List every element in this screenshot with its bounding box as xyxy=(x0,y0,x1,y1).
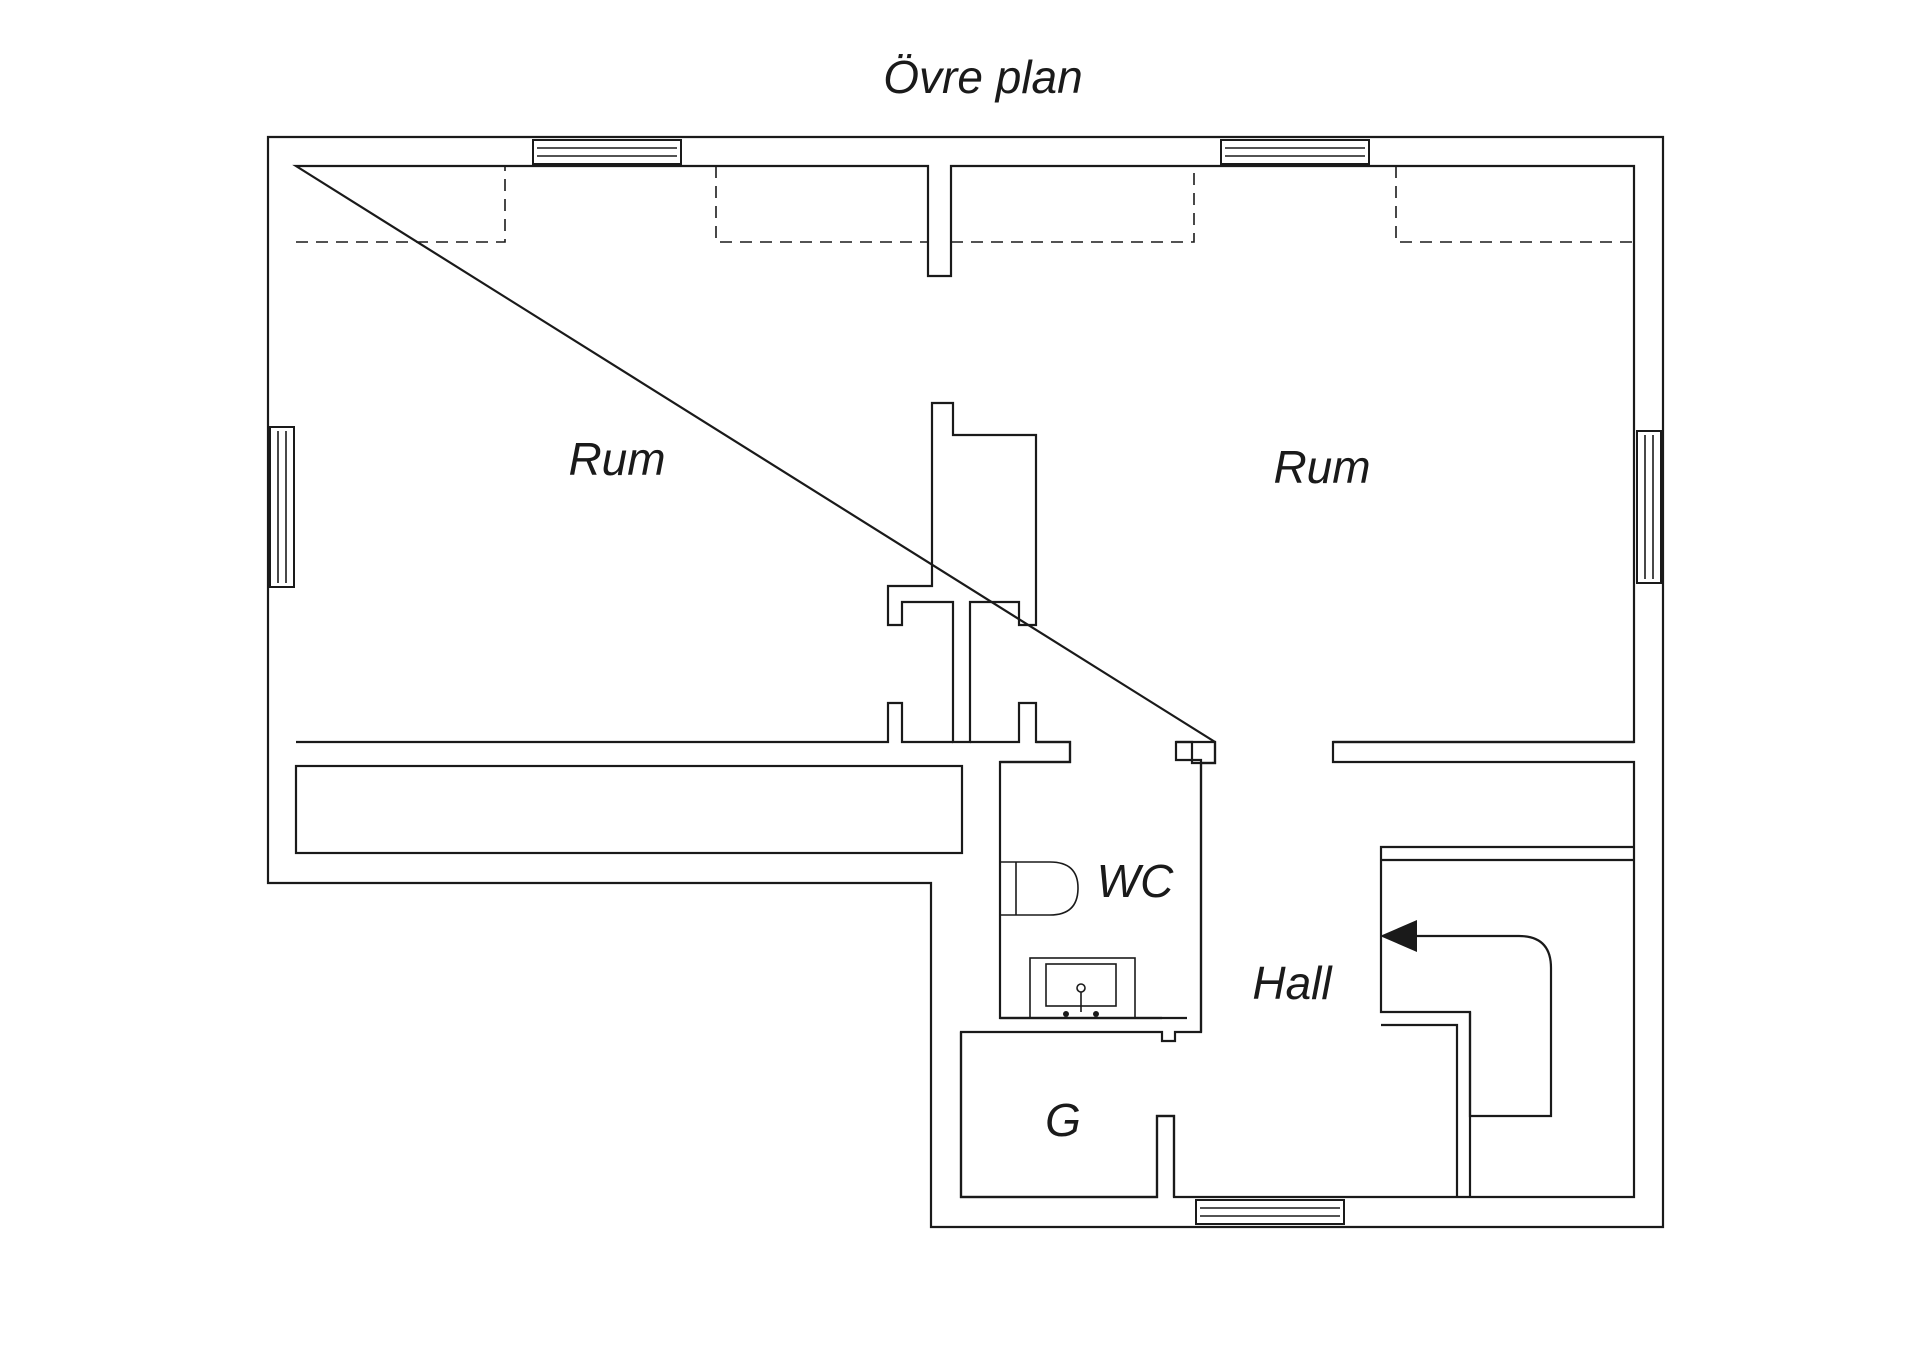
room-label-rum-right: Rum xyxy=(1273,441,1370,493)
sink-icon xyxy=(1029,957,1136,1019)
room-label-hall: Hall xyxy=(1252,957,1333,1009)
stair-arrow-icon xyxy=(1380,920,1417,952)
room-label-g: G xyxy=(1045,1094,1081,1146)
wc-wall xyxy=(1000,740,1072,764)
outer-wall-inner xyxy=(292,164,1636,1199)
wc-right-wall xyxy=(1176,740,1217,1032)
room-label-wc: WC xyxy=(1097,855,1174,907)
window-right xyxy=(1636,430,1662,584)
closet-wall xyxy=(959,1032,1176,1199)
toilet-icon xyxy=(1000,861,1079,916)
left-room-bottom-wall xyxy=(296,701,953,744)
window-bottom xyxy=(1195,1199,1345,1225)
room-label-rum-left: Rum xyxy=(568,433,665,485)
storage-strip xyxy=(294,764,964,855)
stair-inner xyxy=(1381,934,1553,1197)
outer-wall-outer xyxy=(266,135,1665,1229)
room-partition xyxy=(886,401,1038,744)
plan-title: Övre plan xyxy=(883,51,1082,103)
sloped-ceiling-left xyxy=(296,166,928,243)
stair-enclosure xyxy=(1379,845,1634,1197)
window-top-left xyxy=(532,139,682,165)
sloped-ceiling-right xyxy=(951,166,1634,243)
window-left xyxy=(269,426,295,588)
window-top-right xyxy=(1220,139,1370,165)
